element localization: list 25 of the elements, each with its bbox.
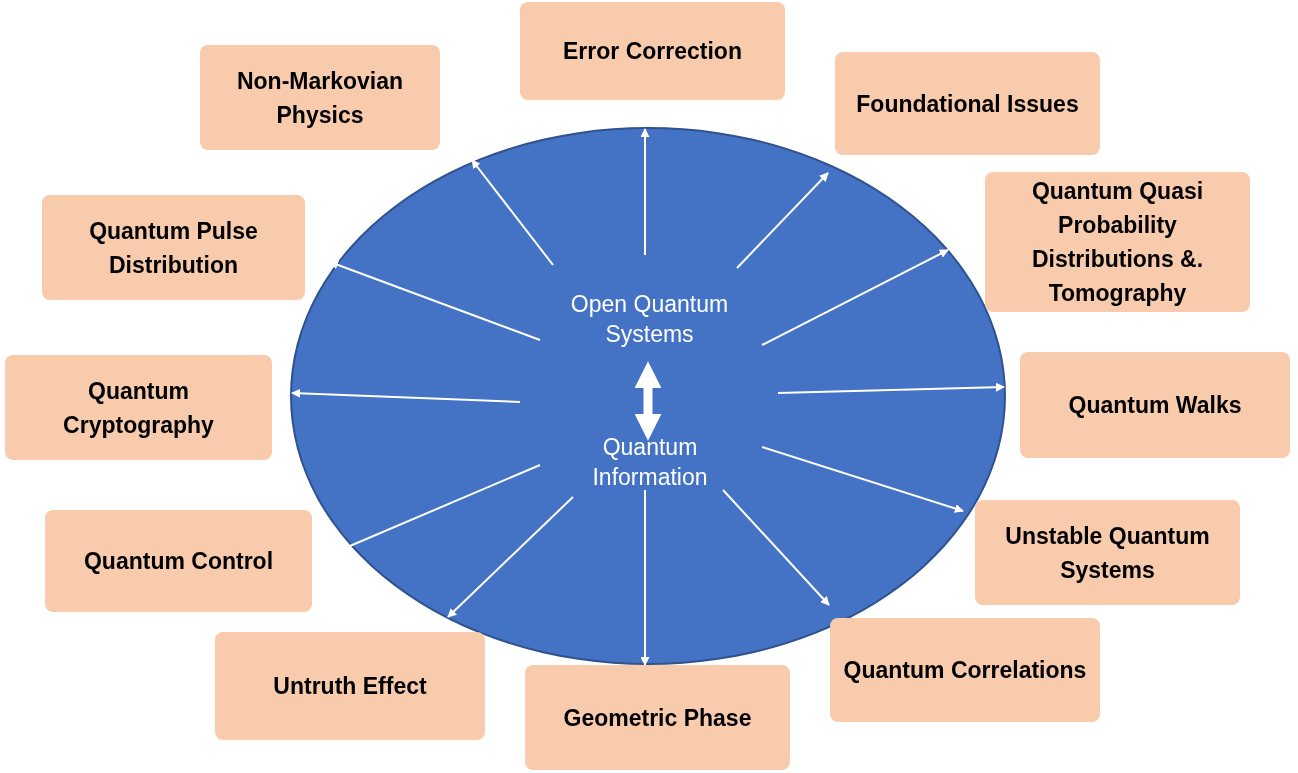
topic-box: Untruth Effect xyxy=(215,632,485,740)
arrow xyxy=(761,446,964,513)
topic-box: Quantum Control xyxy=(45,510,312,612)
arrow xyxy=(722,489,830,606)
topic-box: Quantum Pulse Distribution xyxy=(42,195,305,300)
topic-box: Quantum Quasi Probability Distributions &. Tomography xyxy=(985,172,1250,312)
topic-box: Foundational Issues xyxy=(835,52,1100,155)
center-label: Open Quantum Systems xyxy=(542,264,757,374)
topic-box: Geometric Phase xyxy=(525,665,790,770)
topic-box: Quantum Correlations xyxy=(830,618,1100,722)
topic-box: Unstable Quantum Systems xyxy=(975,500,1240,605)
arrow xyxy=(736,172,829,269)
double-arrow xyxy=(634,361,662,441)
topic-box: Quantum Cryptography xyxy=(5,355,272,460)
arrow xyxy=(640,489,650,666)
arrow xyxy=(640,128,650,256)
arrow xyxy=(291,388,521,403)
center-label: Quantum Information xyxy=(575,432,725,492)
arrow xyxy=(447,496,574,618)
arrow xyxy=(471,159,554,266)
topic-box: Non-Markovian Physics xyxy=(200,45,440,150)
arrow xyxy=(761,249,949,346)
arrow xyxy=(777,382,1005,394)
topic-box: Quantum Walks xyxy=(1020,352,1290,458)
topic-box: Error Correction xyxy=(520,2,785,100)
